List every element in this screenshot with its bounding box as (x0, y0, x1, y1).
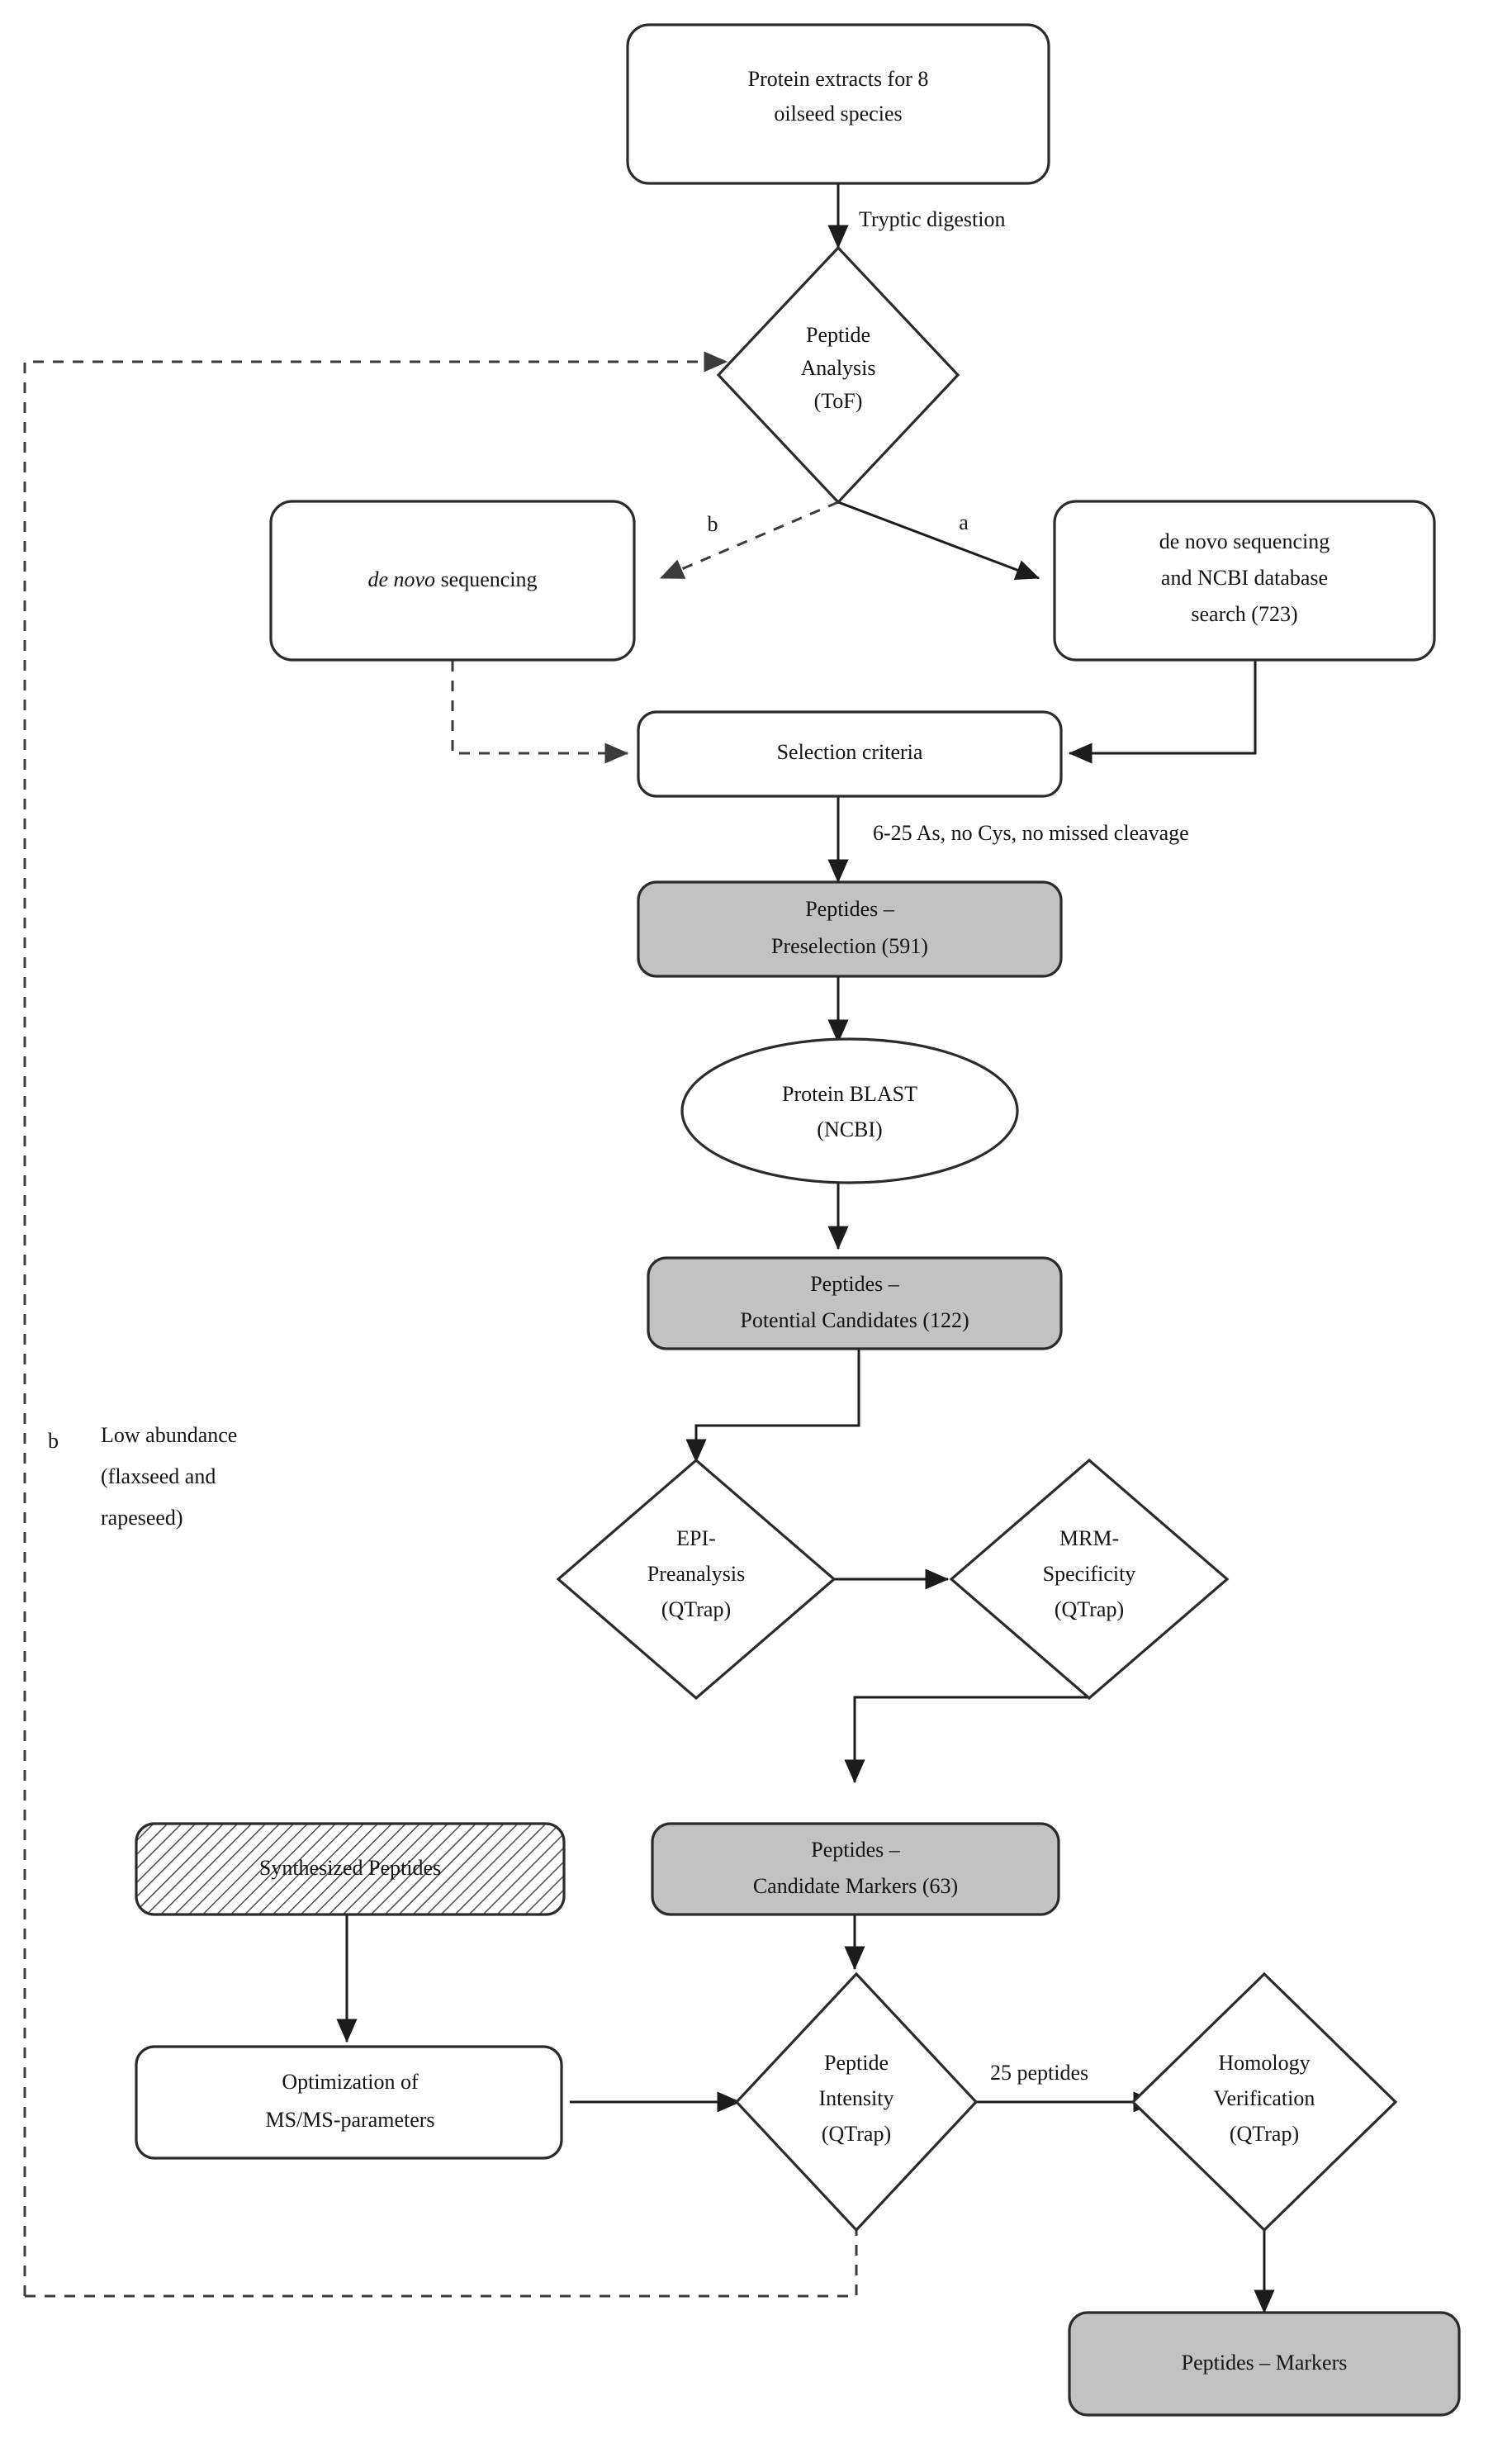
node-peptides-potential-shape (647, 1256, 1063, 1350)
node-homology-verification-line2: Verification (1214, 2086, 1315, 2110)
node-synthesized-peptides-label: Synthesized Peptides (259, 1856, 441, 1880)
node-de-novo-ncbi-line2: and NCBI database (1161, 566, 1328, 590)
edge-branch-b (659, 501, 839, 580)
node-protein-extracts[interactable]: Protein extracts for 8 oilseed species (626, 23, 1050, 185)
node-peptides-markers-shape (1068, 2311, 1461, 2417)
node-mrm-specificity-line2: Specificity (1043, 1562, 1136, 1586)
node-selection-criteria[interactable]: Selection criteria (637, 710, 1063, 798)
node-synthesized-peptides-shape (135, 1822, 566, 1916)
node-peptides-markers-label: Peptides – Markers (1182, 2351, 1348, 2375)
node-protein-blast[interactable]: Protein BLAST (NCBI) (680, 1037, 1019, 1184)
node-protein-blast-line1: Protein BLAST (782, 1082, 917, 1106)
node-mrm-specificity-shape (949, 1458, 1230, 1701)
edge-mrm-to-candidate (844, 1696, 1089, 1784)
edge-label-branch-a: a (959, 510, 969, 534)
node-peptides-candidate-markers-shape (651, 1822, 1060, 1916)
node-peptide-analysis[interactable]: Peptide Analysis (ToF) (716, 245, 960, 505)
node-peptide-analysis-line2: Analysis (801, 356, 876, 380)
node-peptides-candidate-markers-line1: Peptides – (811, 1838, 901, 1862)
node-homology-verification-line3: (QTrap) (1230, 2122, 1299, 2146)
footnote-line3: rapeseed) (101, 1506, 183, 1530)
node-peptides-preselection-line2: Preselection (591) (771, 934, 928, 958)
edge-ncbi-to-selection (1068, 661, 1257, 764)
node-protein-blast-shape (680, 1037, 1019, 1184)
edge-potential-to-epi (685, 1348, 860, 1464)
node-selection-criteria-shape (637, 710, 1063, 798)
footnote-line1: Low abundance (101, 1423, 237, 1447)
edge-branch-a (837, 501, 1040, 581)
node-protein-extracts-line2: oilseed species (774, 102, 902, 126)
node-mrm-specificity-line1: MRM- (1059, 1526, 1119, 1550)
node-epi-preanalysis-line2: Preanalysis (647, 1562, 745, 1586)
node-homology-verification[interactable]: Homology Verification (QTrap) (1130, 1971, 1398, 2232)
node-peptide-analysis-line1: Peptide (806, 323, 870, 347)
node-peptides-candidate-markers[interactable]: Peptides – Candidate Markers (63) (651, 1822, 1060, 1916)
node-de-novo-ncbi-shape (1053, 500, 1436, 662)
node-peptides-potential[interactable]: Peptides – Potential Candidates (122) (647, 1256, 1063, 1350)
node-peptide-intensity-line2: Intensity (819, 2086, 894, 2110)
node-peptides-preselection-shape (637, 880, 1063, 978)
node-mrm-specificity-line3: (QTrap) (1055, 1597, 1124, 1621)
node-selection-criteria-label: Selection criteria (777, 740, 923, 764)
footnote-low-abundance: b Low abundance (flaxseed and rapeseed) (48, 1423, 237, 1530)
edge-label-selection-rule: 6-25 As, no Cys, no missed cleavage (873, 821, 1189, 845)
node-homology-verification-line1: Homology (1218, 2051, 1310, 2075)
edge-label-25-peptides: 25 peptides (990, 2061, 1088, 2085)
node-de-novo-ncbi-line3: search (723) (1191, 602, 1297, 626)
node-homology-verification-shape (1130, 1971, 1398, 2232)
node-de-novo-sequencing-rest: sequencing (435, 567, 537, 591)
node-peptide-intensity-line3: (QTrap) (822, 2122, 891, 2146)
node-de-novo-sequencing-shape (269, 500, 636, 662)
node-optimization[interactable]: Optimization of MS/MS-parameters (135, 2045, 563, 2160)
node-de-novo-sequencing-label: de novo sequencing (367, 567, 537, 591)
node-optimization-line1: Optimization of (282, 2070, 419, 2094)
node-de-novo-ncbi[interactable]: de novo sequencing and NCBI database sea… (1053, 500, 1436, 662)
node-peptide-analysis-line3: (ToF) (814, 389, 863, 413)
node-peptides-candidate-markers-line2: Candidate Markers (63) (753, 1874, 958, 1898)
node-epi-preanalysis-line1: EPI- (676, 1526, 716, 1550)
node-mrm-specificity[interactable]: MRM- Specificity (QTrap) (949, 1458, 1230, 1701)
node-synthesized-peptides[interactable]: Synthesized Peptides (135, 1822, 566, 1916)
node-protein-extracts-shape (626, 23, 1050, 185)
node-peptides-potential-line2: Potential Candidates (122) (740, 1308, 969, 1332)
edge-feedback-loop-left (23, 351, 728, 2296)
node-de-novo-sequencing-italic: de novo (367, 567, 435, 591)
node-epi-preanalysis-shape (556, 1458, 837, 1701)
node-peptide-intensity[interactable]: Peptide Intensity (QTrap) (734, 1971, 979, 2232)
node-peptide-intensity-shape (734, 1971, 979, 2232)
node-peptide-analysis-shape (716, 245, 960, 505)
edge-denovo-to-selection (451, 661, 629, 764)
edge-feedback-loop-bottom (25, 2230, 858, 2298)
node-peptides-preselection-line1: Peptides – (805, 897, 895, 921)
edge-label-branch-b: b (708, 512, 718, 536)
edge-label-tryptic-digestion: Tryptic digestion (859, 207, 1005, 231)
node-de-novo-ncbi-line1: de novo sequencing (1159, 529, 1330, 553)
node-peptides-potential-line1: Peptides – (810, 1272, 900, 1296)
node-de-novo-sequencing[interactable]: de novo sequencing (269, 500, 636, 662)
node-optimization-shape (135, 2045, 563, 2160)
node-peptides-markers[interactable]: Peptides – Markers (1068, 2311, 1461, 2417)
node-peptide-intensity-line1: Peptide (824, 2051, 889, 2075)
node-protein-extracts-line1: Protein extracts for 8 (748, 67, 929, 91)
node-protein-blast-line2: (NCBI) (817, 1117, 882, 1141)
node-peptides-preselection[interactable]: Peptides – Preselection (591) (637, 880, 1063, 978)
footnote-marker: b (48, 1429, 59, 1453)
footnote-line2: (flaxseed and (101, 1464, 216, 1488)
node-epi-preanalysis-line3: (QTrap) (661, 1597, 731, 1621)
node-optimization-line2: MS/MS-parameters (265, 2108, 434, 2132)
node-epi-preanalysis[interactable]: EPI- Preanalysis (QTrap) (556, 1458, 837, 1701)
